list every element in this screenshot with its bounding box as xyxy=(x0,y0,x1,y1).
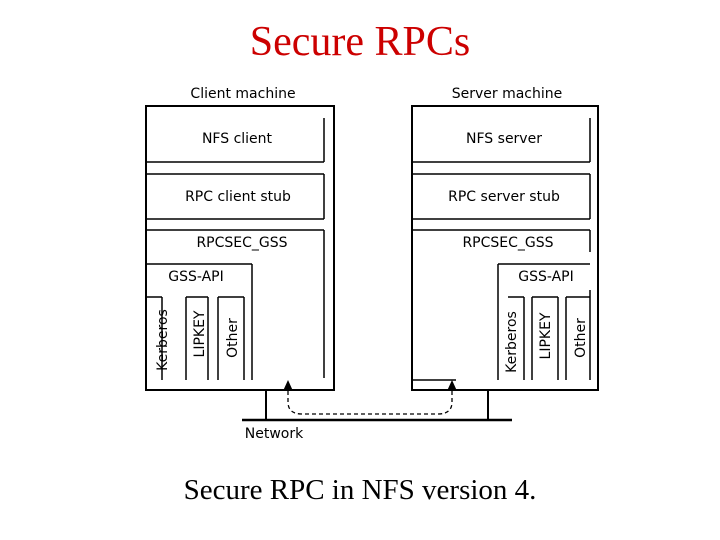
server-machine-box xyxy=(411,105,599,391)
server-mechanism-lipkey: LIPKEY xyxy=(538,312,554,359)
server-mechanism-kerberos: Kerberos xyxy=(504,311,520,373)
rpc-client-stub-label: RPC client stub xyxy=(185,189,291,205)
client-rpcsec-gss-label: RPCSEC_GSS xyxy=(196,235,287,251)
secure-message-path xyxy=(287,384,453,415)
nfs-server-label: NFS server xyxy=(466,131,542,147)
server-mechanism-other: Other xyxy=(573,318,589,358)
server-arrowhead xyxy=(447,380,457,391)
client-mechanism-kerberos: Kerberos xyxy=(155,309,171,371)
nfs-client-label: NFS client xyxy=(202,131,273,147)
slide-title: Secure RPCs xyxy=(249,19,471,65)
server-rpcsec-gss-label: RPCSEC_GSS xyxy=(462,235,553,251)
client-machine-box xyxy=(145,105,335,391)
client-arrowhead xyxy=(283,380,293,391)
rpc-server-stub-label: RPC server stub xyxy=(448,189,560,205)
client-mechanism-lipkey: LIPKEY xyxy=(192,310,208,357)
client-mechanism-other: Other xyxy=(225,318,241,358)
client-gss-api-label: GSS-API xyxy=(168,269,224,285)
server-gss-api-label: GSS-API xyxy=(518,269,574,285)
network-label: Network xyxy=(245,426,304,442)
client-machine-heading: Client machine xyxy=(190,86,295,102)
server-machine-heading: Server machine xyxy=(452,86,563,102)
slide-caption: Secure RPC in NFS version 4. xyxy=(183,474,537,506)
